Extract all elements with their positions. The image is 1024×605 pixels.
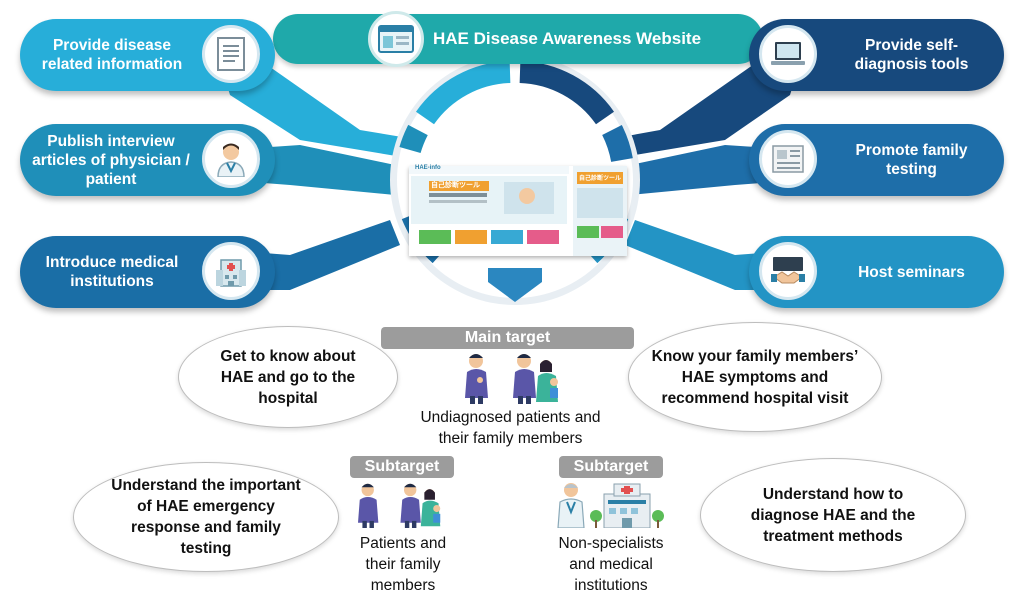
- bubble-text: Know your family members’ HAE symptoms a…: [651, 347, 859, 407]
- main-left-bubble: Get to know about HAE and go to the hosp…: [178, 326, 398, 428]
- patient-family-icon: [465, 354, 558, 404]
- bubble-text: Understand the important of HAE emergenc…: [111, 477, 301, 557]
- preview-banner-side: 自己診断ツール: [579, 175, 622, 182]
- feature-label: Publish interview articles of physician …: [32, 132, 190, 188]
- subtarget-right-bubble: Understand how to diagnose HAE and the t…: [700, 458, 966, 572]
- laptop-icon: [759, 25, 817, 83]
- feature-self-diagnosis-tools: Provide self-diagnosis tools: [749, 19, 1004, 91]
- subtarget-left-caption: Patients and their family members: [359, 535, 447, 594]
- website-title-pill: HAE Disease Awareness Website: [273, 11, 763, 67]
- feature-host-seminars: Host seminars: [749, 236, 1004, 308]
- website-preview: HAE-info 自己診断ツール 自己診断ツール: [409, 165, 627, 256]
- feature-disease-info: Provide disease related information: [20, 19, 275, 91]
- newspaper-icon: [759, 130, 817, 188]
- preview-banner: 自己診断ツール: [431, 181, 480, 189]
- subtarget-left-bubble: Understand the important of HAE emergenc…: [73, 462, 339, 572]
- main-target-tag: Main target: [381, 327, 634, 349]
- feature-label: Introduce medical institutions: [45, 254, 179, 290]
- subtarget-right-tag: Subtarget: [559, 456, 663, 478]
- subtarget-right-caption: Non-specialists and medical institutions: [558, 535, 664, 594]
- doctor-icon: [202, 130, 260, 188]
- website-title: HAE Disease Awareness Website: [433, 29, 702, 48]
- preview-logo: HAE-info: [415, 165, 441, 171]
- feature-label: Promote family testing: [855, 142, 968, 178]
- handshake-icon: [759, 242, 817, 300]
- subtarget-left-tag: Subtarget: [350, 456, 454, 478]
- main-right-bubble: Know your family members’ HAE symptoms a…: [628, 322, 882, 432]
- doctor-hospital-icon: [557, 483, 664, 528]
- browser-window-icon: [368, 11, 424, 67]
- hospital-building-icon: [202, 242, 260, 300]
- patient-family-icon: [358, 483, 441, 528]
- feature-interview-articles: Publish interview articles of physician …: [20, 124, 275, 196]
- main-target-caption: Undiagnosed patients and their family me…: [420, 409, 601, 447]
- feature-medical-institutions: Introduce medical institutions: [20, 236, 275, 308]
- feature-label: Host seminars: [858, 263, 965, 281]
- bubble-text: Get to know about HAE and go to the hosp…: [220, 347, 356, 407]
- bubble-text: Understand how to diagnose HAE and the t…: [750, 485, 916, 545]
- feature-label: Provide self-diagnosis tools: [854, 37, 969, 73]
- document-icon: [202, 25, 260, 83]
- feature-label: Provide disease related information: [41, 37, 183, 73]
- feature-family-testing: Promote family testing: [749, 124, 1004, 196]
